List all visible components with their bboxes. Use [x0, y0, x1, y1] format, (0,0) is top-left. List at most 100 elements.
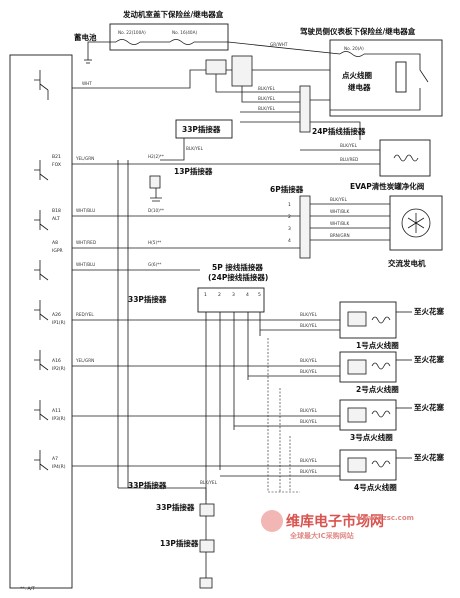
code-d10: D(10)**: [148, 208, 164, 213]
coil-1-label: 1号点火线圈: [356, 340, 399, 350]
wire-blk-yel-4: BLK/YEL: [186, 146, 204, 151]
pin-6p-3: 3: [288, 226, 291, 232]
footnote: **: A/T: [20, 586, 35, 592]
wire-blk-yel-25: BLK/YEL: [200, 480, 218, 485]
pin-6p-1: 1: [288, 202, 291, 208]
dash-fuse-no20: No. 20(A): [344, 46, 364, 51]
connector-13p-bottom: [199, 539, 215, 553]
pin-5p-1: 1: [204, 292, 207, 298]
coil-3-module: [347, 407, 367, 423]
connector-5p-label-2: (24P接线插接器): [208, 272, 268, 282]
wire-blu-red: BLU/RED: [340, 157, 358, 162]
ground-13p-top: [150, 188, 162, 202]
watermark-main: 维库电子市场网: [286, 513, 384, 530]
wire-gr-wht: GR/WHT: [270, 42, 288, 47]
wire-blk-yel-3: BLK/YEL: [258, 106, 276, 111]
coil-2-module: [347, 359, 367, 375]
wire-blk-yel-6: BLK/YEL: [330, 197, 348, 202]
coil-3-label: 3号点火线圈: [350, 432, 393, 442]
connector-6p-label: 6P插接器: [270, 184, 304, 194]
code-h2: H2(2)**: [148, 154, 164, 159]
ecm-pin-b18: B18: [52, 208, 61, 214]
ecm-pin-a11-name: IP3(R): [52, 416, 66, 422]
fuse-symbol-1: [115, 39, 141, 45]
ecm-pin-a16-name: IP2(R): [52, 366, 66, 372]
ecm-pin-a7-name: IP4(R): [52, 464, 66, 470]
ecm-pin-b18-name: ALT: [52, 216, 60, 222]
code-g6: G(6)**: [148, 262, 161, 267]
evap-wires: [300, 149, 380, 165]
coil-4-label: 4号点火线圈: [354, 482, 397, 492]
coil-ground-wires: [267, 338, 300, 493]
wire-wht-red: WHT/RED: [76, 240, 96, 245]
relay-feed-wires: [215, 74, 421, 111]
wires-6p-to-alt: [310, 203, 390, 241]
wire-brn-grn: BRN/GRN: [330, 233, 350, 238]
ecm-pin-a8-name: IGPR: [52, 248, 63, 254]
wires-5p-down: [205, 312, 261, 500]
bottom-trunk-wire: [118, 487, 207, 504]
coil-1-winding: [371, 316, 391, 324]
coil-2-winding: [371, 362, 391, 370]
alternator-icon: [401, 208, 431, 238]
wire-wht: WHT: [82, 81, 92, 86]
main-trunk: [117, 160, 129, 488]
wire-blk-yel-23: BLK/YEL: [300, 458, 318, 463]
connector-33p-bottom-label: 33P插接器: [128, 480, 167, 490]
connector-33p-mid-label: 33P插接器: [128, 294, 167, 304]
evap-valve-icon: [393, 154, 419, 162]
relay-switch: [419, 60, 429, 100]
ecm-pin-b21-name: FOX: [52, 162, 61, 168]
watermark-sub: 全球最大IC采购网站: [289, 531, 354, 540]
wire-wht-blu-2: WHT/BLU: [76, 262, 95, 267]
wire-yel-grn-2: YEL/GRN: [75, 358, 94, 363]
ground-terminal: [199, 577, 213, 589]
wire-blk-yel-24: BLK/YEL: [300, 469, 318, 474]
junction-box-a: [205, 59, 227, 75]
wire-blk-yel-18: BLK/YEL: [300, 323, 318, 328]
coil-2-label: 2号点火线圈: [356, 384, 399, 394]
pin-6p-2: 2: [288, 214, 291, 220]
alternator-rotor: [407, 213, 425, 233]
connector-6p: [299, 195, 311, 259]
wire-wht-blk-2: WHT/BLK: [330, 221, 349, 226]
pin-6p-4: 4: [288, 238, 291, 244]
connector-33p-lower-label: 33P插接器: [156, 502, 195, 512]
alternator-label: 交流发电机: [388, 258, 426, 268]
ecm-pin-a26: A26: [52, 312, 61, 318]
spark-plug-3-label: 至火花塞: [414, 402, 444, 412]
pin-5p-2: 2: [218, 292, 221, 298]
dash-fuse-box: [329, 39, 443, 117]
wire-blk-yel-19: BLK/YEL: [300, 358, 318, 363]
wire-blk-yel-5: BLK/YEL: [340, 143, 358, 148]
spark-plug-2-label: 至火花塞: [414, 354, 444, 364]
connector-13p-top-label: 13P插接器: [174, 166, 213, 176]
coil-3-winding: [371, 410, 391, 418]
ecm-pin-a11: A11: [52, 408, 61, 414]
wire-blk-yel-17: BLK/YEL: [300, 312, 318, 317]
wire-blk-yel-21: BLK/YEL: [300, 408, 318, 413]
engine-fuse-no16: No. 16(40A): [172, 30, 197, 35]
evap-valve-box: [379, 139, 431, 177]
spark-plug-1-label: 至火花塞: [414, 306, 444, 316]
wire-red-yel: RED/YEL: [76, 312, 94, 317]
evap-valve-label: EVAP清性炭罐净化阀: [350, 181, 424, 191]
pin-5p-3: 3: [232, 292, 235, 298]
ecm-pin-a16: A16: [52, 358, 61, 364]
connector-13p-top: [149, 175, 161, 189]
ecm-pin-a26-name: IP1(R): [52, 320, 66, 326]
wire-wht-blk-1: WHT/BLK: [330, 209, 349, 214]
junction-box-b: [231, 55, 253, 87]
wire-yel-grn: YEL/GRN: [75, 156, 94, 161]
connector-5p: [197, 287, 265, 313]
coil-1-module: [347, 311, 367, 327]
connector-33p-lower: [199, 503, 215, 517]
engine-fuse-box-label: 发动机室盖下保险丝/继电器盒: [122, 9, 224, 19]
connector-24p: [299, 85, 311, 133]
ecm-pin-a7: A7: [52, 456, 58, 462]
wire-blk-yel-2: BLK/YEL: [258, 96, 276, 101]
engine-fuse-box: [109, 23, 229, 51]
ecm-pin-b21: B21: [52, 154, 61, 160]
connector-24p-label: 24P插线插接器: [312, 126, 366, 136]
coil-4-module: [347, 457, 367, 473]
